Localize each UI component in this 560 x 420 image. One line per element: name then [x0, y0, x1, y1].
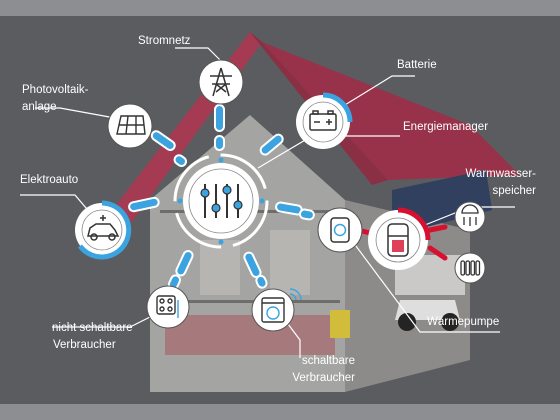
label-photovoltaik: Photovoltaik- anlage [22, 84, 89, 113]
leader-schaltbar [284, 319, 301, 358]
radiator-icon [460, 260, 481, 276]
top-bar [0, 0, 560, 16]
leader-waermepumpe [349, 237, 500, 333]
batterie-node[interactable] [296, 92, 353, 149]
link-batterie [259, 133, 284, 156]
link-stromnetz [214, 104, 225, 132]
label-energiemanager: Energiemanager [403, 121, 489, 133]
label-stromnetz: Stromnetz [138, 35, 191, 47]
link-warmwasser-2 [298, 208, 315, 221]
link-nicht-schaltbar [175, 250, 194, 277]
label-elektroauto: Elektroauto [20, 174, 79, 186]
outlet-icon [330, 217, 350, 243]
link-elektroauto [128, 196, 160, 213]
label-batterie: Batterie [397, 59, 437, 71]
photovoltaik-node[interactable] [107, 103, 153, 149]
washing-machine-icon [261, 297, 285, 323]
heizkoerper-node[interactable] [454, 252, 486, 284]
electric-car-icon [87, 215, 120, 241]
nicht-schaltbar-node[interactable] [146, 285, 190, 329]
link-photovoltaik [150, 130, 176, 151]
power-tower-icon [210, 67, 232, 97]
connection-lines-blue [128, 104, 315, 290]
energiemanager-node[interactable] [173, 153, 269, 249]
leader-nicht-schaltbar [52, 312, 159, 328]
link-schaltbar-2 [255, 274, 268, 289]
warmwasser-node[interactable] [368, 207, 431, 270]
leader-elektroauto [20, 194, 93, 216]
elektroauto-node[interactable] [75, 200, 132, 260]
link-photovoltaik-2 [173, 154, 188, 167]
battery-icon [309, 110, 337, 131]
link-stromnetz-2 [214, 135, 225, 151]
label-nicht-schaltbar: nicht schaltbare Verbraucher [52, 322, 133, 351]
label-warmwasser: Warmwasser- speicher [465, 168, 537, 197]
leader-stromnetz [175, 47, 221, 61]
solar-panel-icon [116, 115, 146, 135]
dusche-node[interactable] [454, 201, 486, 233]
stove-icon [156, 295, 179, 318]
bottom-bar [0, 404, 560, 420]
schaltbar-node[interactable] [251, 288, 302, 332]
socket-node[interactable] [317, 207, 363, 253]
wifi-icon [289, 288, 302, 301]
stromnetz-node[interactable] [198, 59, 244, 105]
leader-photovoltaik [35, 107, 116, 119]
hot-water-tank-icon [387, 223, 409, 257]
label-waermepumpe: Wärmepumpe [427, 316, 500, 328]
label-schaltbar: schaltbare Verbraucher [292, 355, 355, 384]
shower-icon [461, 204, 479, 226]
leader-batterie [339, 75, 415, 109]
